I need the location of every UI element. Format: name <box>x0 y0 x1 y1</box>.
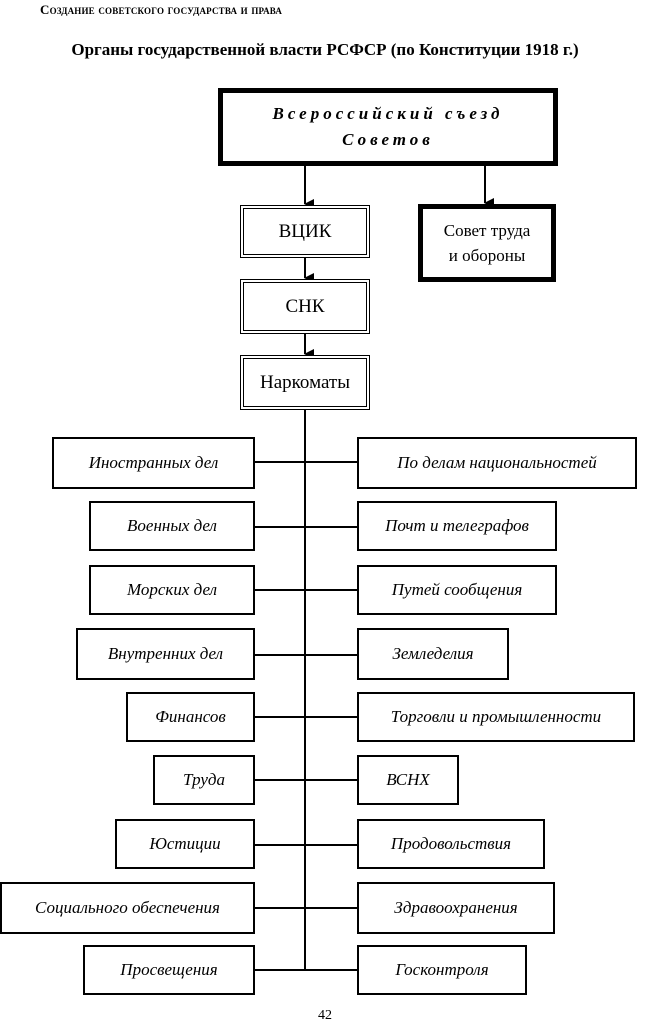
narkomaty-label: Наркоматы <box>260 371 350 393</box>
chapter-header: Создание советского государства и права <box>40 2 283 17</box>
left-item-label: Иностранных дел <box>88 453 219 472</box>
right-item-6: ВСНХ <box>357 755 459 805</box>
left-item-6: Труда <box>153 755 255 805</box>
sto-line-2: и обороны <box>448 246 526 265</box>
left-item-7: Юстиции <box>115 819 255 869</box>
left-item-8: Социального обеспечения <box>0 882 255 934</box>
right-item-label: ВСНХ <box>386 770 430 789</box>
congress-of-soviets-box: Всероссийский съезд Советов <box>218 88 558 166</box>
left-item-label: Финансов <box>155 707 226 726</box>
congress-line-2: Советов <box>342 130 434 149</box>
vcik-label: ВЦИК <box>278 220 332 242</box>
right-item-label: Путей сообщения <box>391 580 523 599</box>
congress-line-1: Всероссийский съезд <box>272 104 504 123</box>
right-item-8: Здравоохранения <box>357 882 555 934</box>
right-item-5: Торговли и промышленности <box>357 692 635 742</box>
sto-box: Совет труда и обороны <box>418 204 556 282</box>
sto-line-1: Совет труда <box>443 221 531 240</box>
right-item-7: Продовольствия <box>357 819 545 869</box>
snk-box: СНК <box>240 279 370 334</box>
left-item-label: Труда <box>183 770 225 789</box>
left-item-1: Иностранных дел <box>52 437 255 489</box>
right-item-label: Земледелия <box>392 644 474 663</box>
right-item-9: Госконтроля <box>357 945 527 995</box>
right-item-3: Путей сообщения <box>357 565 557 615</box>
left-item-3: Морских дел <box>89 565 255 615</box>
diagram-title: Органы государственной власти РСФСР (по … <box>71 40 579 59</box>
left-item-label: Просвещения <box>120 960 218 979</box>
narkomaty-box: Наркоматы <box>240 355 370 410</box>
right-item-label: Почт и телеграфов <box>385 516 529 535</box>
right-item-label: По делам национальностей <box>397 453 597 472</box>
left-item-5: Финансов <box>126 692 255 742</box>
right-item-4: Земледелия <box>357 628 509 680</box>
left-item-label: Внутренних дел <box>107 644 224 663</box>
left-item-label: Военных дел <box>127 516 217 535</box>
left-item-9: Просвещения <box>83 945 255 995</box>
right-item-1: По делам национальностей <box>357 437 637 489</box>
left-item-label: Юстиции <box>149 834 221 853</box>
left-item-2: Военных дел <box>89 501 255 551</box>
right-item-label: Продовольствия <box>390 834 512 853</box>
left-item-label: Социального обеспечения <box>35 898 220 917</box>
vcik-box: ВЦИК <box>240 205 370 258</box>
left-item-label: Морских дел <box>126 580 218 599</box>
page-number: 42 <box>318 1008 332 1023</box>
left-item-4: Внутренних дел <box>76 628 255 680</box>
right-item-label: Торговли и промышленности <box>390 707 602 726</box>
right-item-2: Почт и телеграфов <box>357 501 557 551</box>
snk-label: СНК <box>285 295 325 317</box>
right-item-label: Здравоохранения <box>394 898 518 917</box>
right-item-label: Госконтроля <box>395 960 489 979</box>
